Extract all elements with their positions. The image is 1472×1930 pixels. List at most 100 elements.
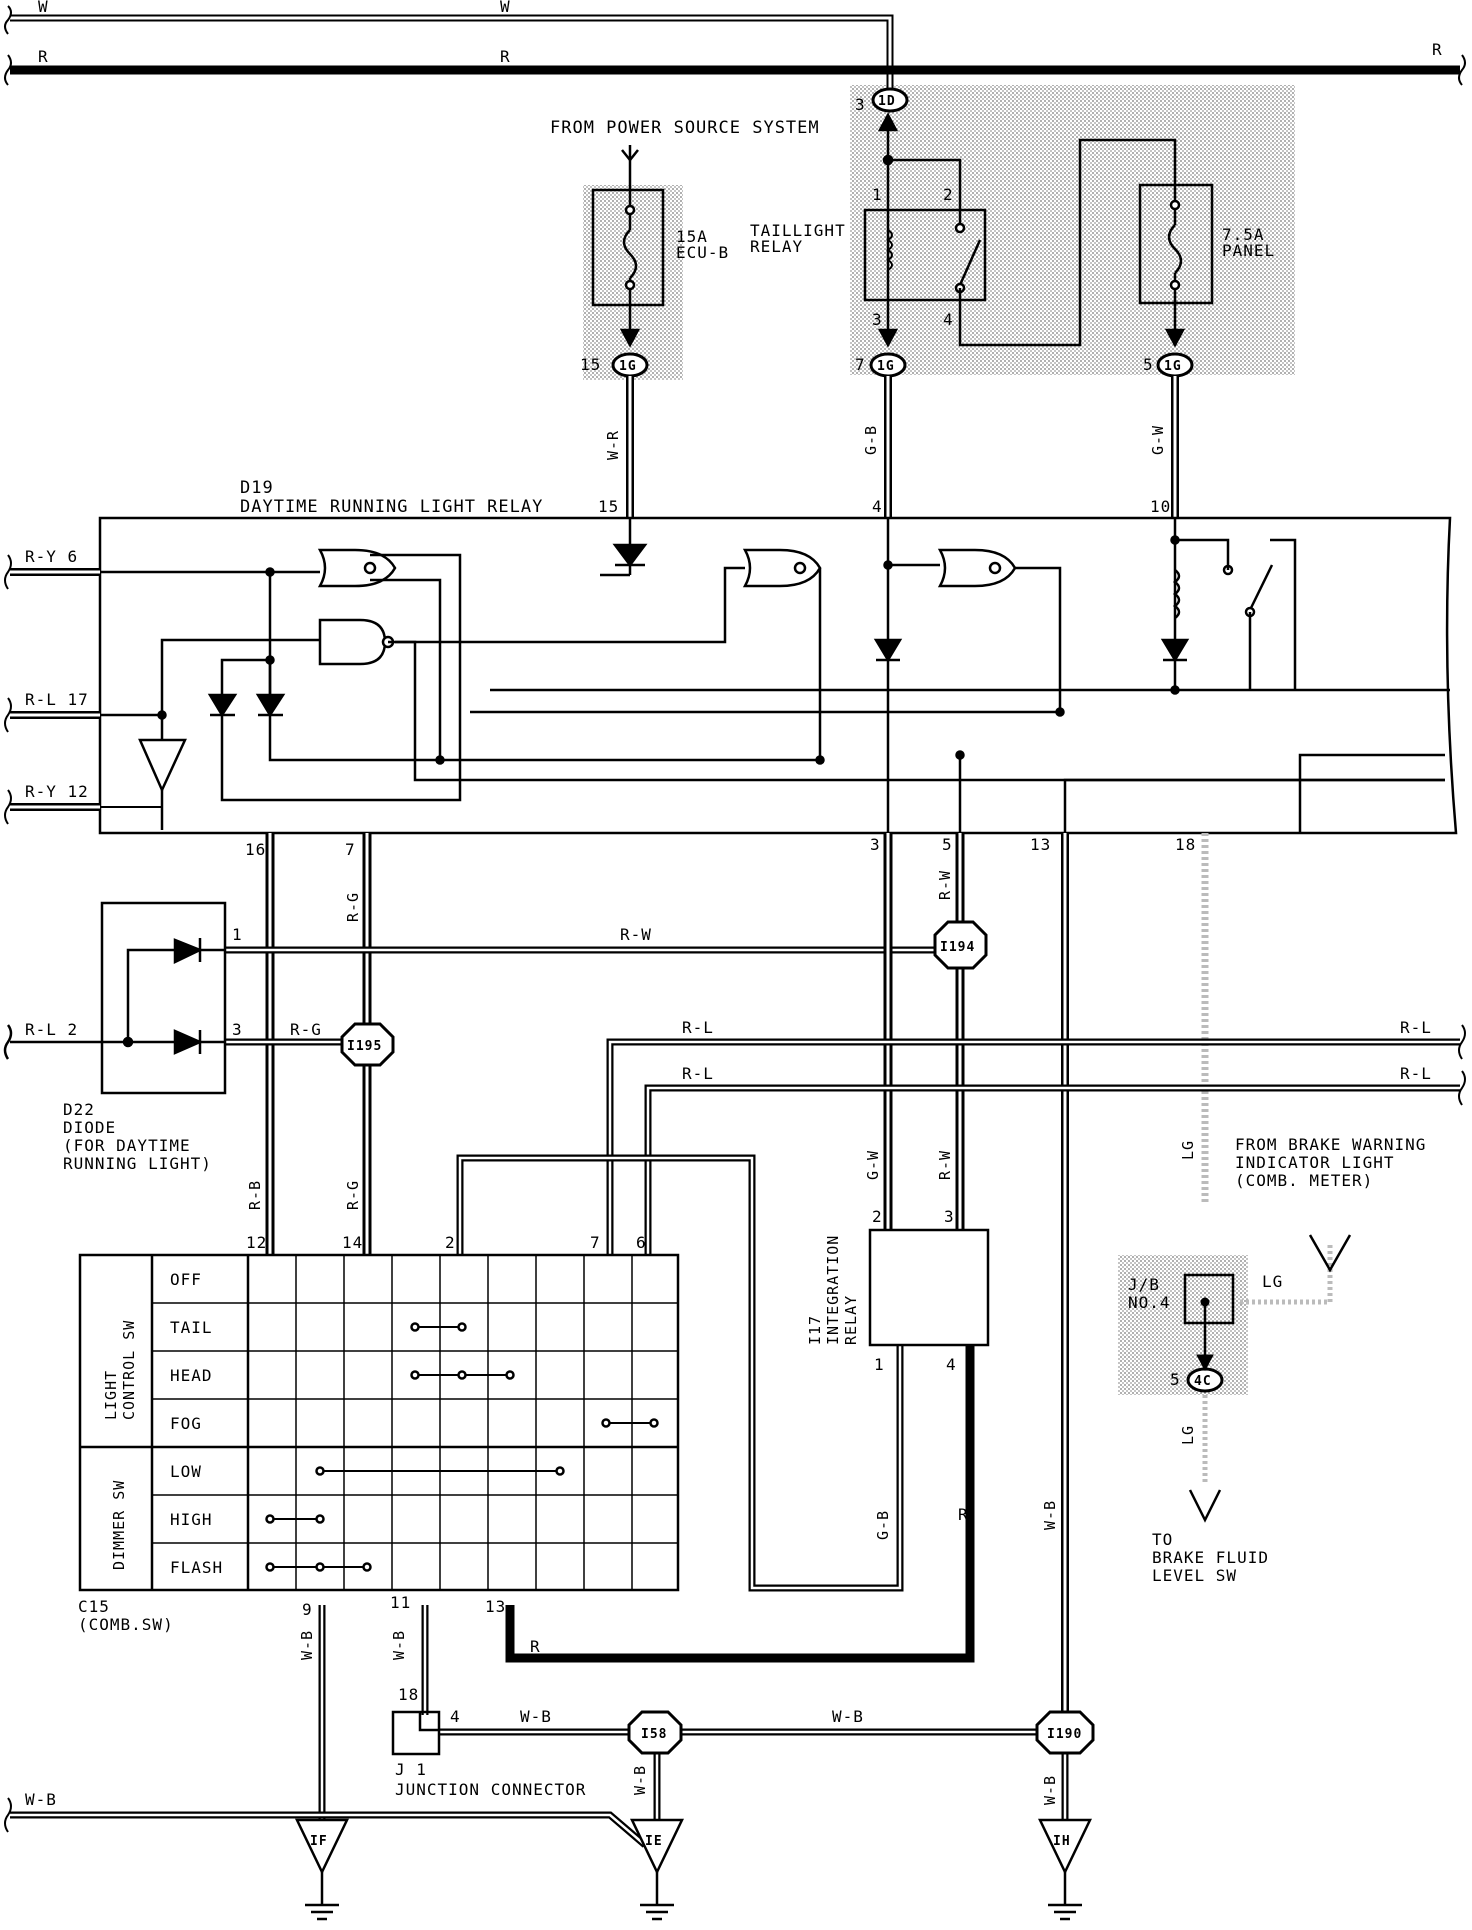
- c15-group-light-2: CONTROL SW: [120, 1320, 138, 1420]
- wire-r-g-horiz: R-G: [290, 1020, 322, 1039]
- wire-lg: LG: [1179, 1140, 1197, 1160]
- wire-r-l-2: R-L 2: [25, 1020, 78, 1039]
- wire-w-b-9: W-B: [298, 1630, 316, 1660]
- d19-pin-4: 4: [872, 497, 883, 516]
- connector-i194: I194: [940, 940, 975, 955]
- c15-row-flash: FLASH: [170, 1558, 223, 1577]
- wire-r-b: R-B: [246, 1180, 264, 1210]
- c15-id: C15: [78, 1597, 110, 1616]
- connector-i190: I190: [1047, 1727, 1082, 1742]
- taillight-relay-label-2: RELAY: [750, 237, 803, 256]
- from-power-source-label: FROM POWER SOURCE SYSTEM: [550, 118, 820, 138]
- wire-r-bottom: R: [530, 1637, 541, 1656]
- taillight-relay-label: TAILLIGHT: [750, 221, 846, 240]
- wire-label-r-mid: R: [500, 47, 511, 66]
- i17-id: I17: [806, 1315, 824, 1345]
- pin-15-1g: 15: [580, 355, 601, 374]
- connector-ovals: [611, 87, 1224, 1393]
- d22-pin-3: 3: [232, 1020, 243, 1039]
- pin-5-1g: 5: [1143, 355, 1154, 374]
- d22-pin-1: 1: [232, 925, 243, 944]
- c15-group-light: LIGHT: [102, 1370, 120, 1420]
- j1-id: J 1: [395, 1760, 427, 1779]
- brake-to-1: TO: [1152, 1530, 1173, 1549]
- fuse-ecu-b-name: ECU-B: [676, 243, 729, 262]
- connector-i195: I195: [347, 1039, 382, 1054]
- power-section: [591, 112, 1214, 348]
- i17-relay-box: [868, 1228, 990, 1347]
- connector-1d: 1D: [878, 94, 896, 109]
- wires-1g-to-d19: [626, 376, 1179, 518]
- j1-pin-4: 4: [450, 1707, 461, 1726]
- wire-w-b-ie: W-B: [631, 1765, 649, 1795]
- jb-pin-5: 5: [1170, 1370, 1181, 1389]
- d19-pin-16: 16: [245, 840, 266, 859]
- jb-label-1: J/B: [1128, 1275, 1160, 1294]
- j1-connector: [391, 1710, 441, 1756]
- wire-lg-2: LG: [1262, 1272, 1283, 1291]
- wire-label-w-left: W: [38, 0, 49, 16]
- d22-id: D22: [63, 1100, 95, 1119]
- pin-7-1g: 7: [855, 355, 866, 374]
- i17-pin-3: 3: [944, 1207, 955, 1226]
- wire-r-w-low: R-W: [936, 1150, 954, 1180]
- c15-pin-11: 11: [390, 1593, 411, 1612]
- j1-pin-18: 18: [398, 1685, 419, 1704]
- brake-from-1: FROM BRAKE WARNING: [1235, 1135, 1426, 1154]
- ground-ih: IH: [1053, 1834, 1071, 1849]
- wire-g-b-low: G-B: [874, 1510, 892, 1540]
- wire-w-b-i58: W-B: [832, 1707, 864, 1726]
- wire-r-low: R: [958, 1505, 969, 1524]
- d22-diode-box: [3, 901, 227, 1095]
- connector-i58: I58: [641, 1727, 667, 1742]
- top-bus: [4, 5, 1466, 88]
- brake-from-3: (COMB. METER): [1235, 1171, 1373, 1190]
- c15-row-high: HIGH: [170, 1510, 213, 1529]
- wire-w-b-j1: W-B: [520, 1707, 552, 1726]
- j1-name: JUNCTION CONNECTOR: [395, 1780, 586, 1799]
- d19-id: D19: [240, 478, 274, 498]
- connector-1g-5: 1G: [1164, 359, 1182, 374]
- brake-to-3: LEVEL SW: [1152, 1566, 1237, 1585]
- wire-r-l-a: R-L: [682, 1018, 714, 1037]
- c15-group-dimmer: DIMMER SW: [110, 1480, 128, 1570]
- c15-pin-6: 6: [636, 1233, 647, 1252]
- junction-block-shading: [583, 85, 1295, 1395]
- pin-3-relay: 3: [872, 310, 883, 329]
- wire-w-b-i190: W-B: [1041, 1500, 1059, 1530]
- wire-r-w-vert: R-W: [936, 870, 954, 900]
- lower-wiring: [4, 833, 1466, 1848]
- wire-r-y-12: R-Y 12: [25, 782, 89, 801]
- c15-pin-12: 12: [246, 1233, 267, 1252]
- connector-1g-15: 1G: [619, 359, 637, 374]
- connector-4c: 4C: [1194, 1374, 1212, 1389]
- d19-pin-5: 5: [942, 835, 953, 854]
- i17-pin-2: 2: [872, 1207, 883, 1226]
- wire-lg-3: LG: [1179, 1425, 1197, 1445]
- brake-to-2: BRAKE FLUID: [1152, 1548, 1269, 1567]
- c15-row-tail: TAIL: [170, 1318, 213, 1337]
- c15-pin-2: 2: [445, 1233, 456, 1252]
- wire-label-w-mid: W: [500, 0, 511, 16]
- i17-line2: RELAY: [842, 1295, 860, 1345]
- c15-name: (COMB.SW): [78, 1615, 174, 1634]
- i17-pin-4: 4: [946, 1355, 957, 1374]
- brake-from-2: INDICATOR LIGHT: [1235, 1153, 1395, 1172]
- wire-r-l-right-b: R-L: [1400, 1064, 1432, 1083]
- wire-w-r: W-R: [604, 430, 622, 460]
- c15-pin-7: 7: [590, 1233, 601, 1252]
- wire-r-g-vert: R-G: [344, 892, 362, 922]
- d19-name: DAYTIME RUNNING LIGHT RELAY: [240, 497, 543, 517]
- ground-if: IF: [310, 1834, 328, 1849]
- d19-pin-3: 3: [870, 835, 881, 854]
- connector-1g-7: 1G: [877, 359, 895, 374]
- c15-pin-9: 9: [302, 1600, 313, 1619]
- ground-ie: IE: [645, 1834, 663, 1849]
- wire-r-l-right-a: R-L: [1400, 1018, 1432, 1037]
- c15-pin-13: 13: [485, 1597, 506, 1616]
- d19-pin-10: 10: [1150, 497, 1171, 516]
- c15-pin-14: 14: [342, 1233, 363, 1252]
- wire-g-w-top: G-W: [1149, 425, 1167, 455]
- wire-w-b-left: W-B: [25, 1790, 57, 1809]
